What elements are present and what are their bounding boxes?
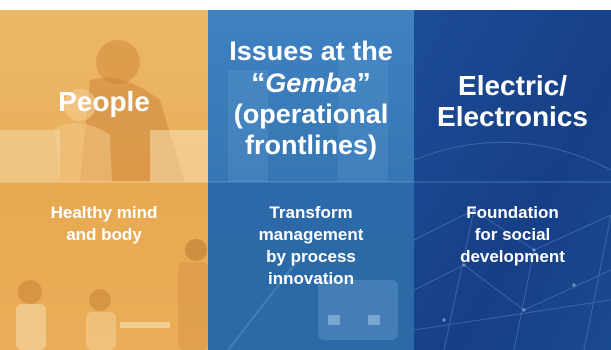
gemba-title-line-4: frontlines) (245, 130, 377, 160)
gemba-quote-open: “ (251, 67, 266, 98)
people-subtitle-line-1: Healthy mind (50, 203, 158, 222)
gemba-subtitle-line-4: innovation (268, 269, 354, 288)
gemba-title: Issues at the “Gemba” (operational front… (208, 36, 414, 161)
gemba-subtitle: Transform management by process innovati… (208, 202, 414, 290)
electric-background-image (414, 10, 611, 350)
gemba-subtitle-line-3: by process (266, 247, 356, 266)
people-panel: People Healthy mind and body (0, 10, 208, 350)
people-title: People (58, 86, 150, 117)
people-subtitle-line-2: and body (66, 225, 142, 244)
gemba-background-image (208, 10, 414, 350)
people-background-image (0, 10, 208, 350)
gemba-panel: Issues at the “Gemba” (operational front… (208, 10, 414, 350)
gemba-quote-close: ” (356, 67, 371, 98)
electric-title-line-2: Electronics (437, 101, 588, 132)
gemba-title-line-1: Issues at the (229, 36, 393, 66)
electric-subtitle-line-1: Foundation (466, 203, 559, 222)
gemba-subtitle-line-1: Transform (269, 203, 353, 222)
electric-subtitle-line-3: development (460, 247, 565, 266)
gemba-subtitle-line-2: management (258, 225, 364, 244)
gemba-title-italic: Gemba (265, 68, 357, 98)
people-subtitle: Healthy mind and body (0, 202, 208, 246)
electric-subtitle-line-2: for social (474, 225, 551, 244)
gemba-title-line-3: (operational (233, 99, 389, 129)
electric-subtitle: Foundation for social development (414, 202, 611, 268)
electric-title-line-1: Electric/ (458, 70, 567, 101)
electric-panel: Electric/ Electronics Foundation for soc… (414, 10, 611, 350)
electric-title: Electric/ Electronics (414, 70, 611, 132)
